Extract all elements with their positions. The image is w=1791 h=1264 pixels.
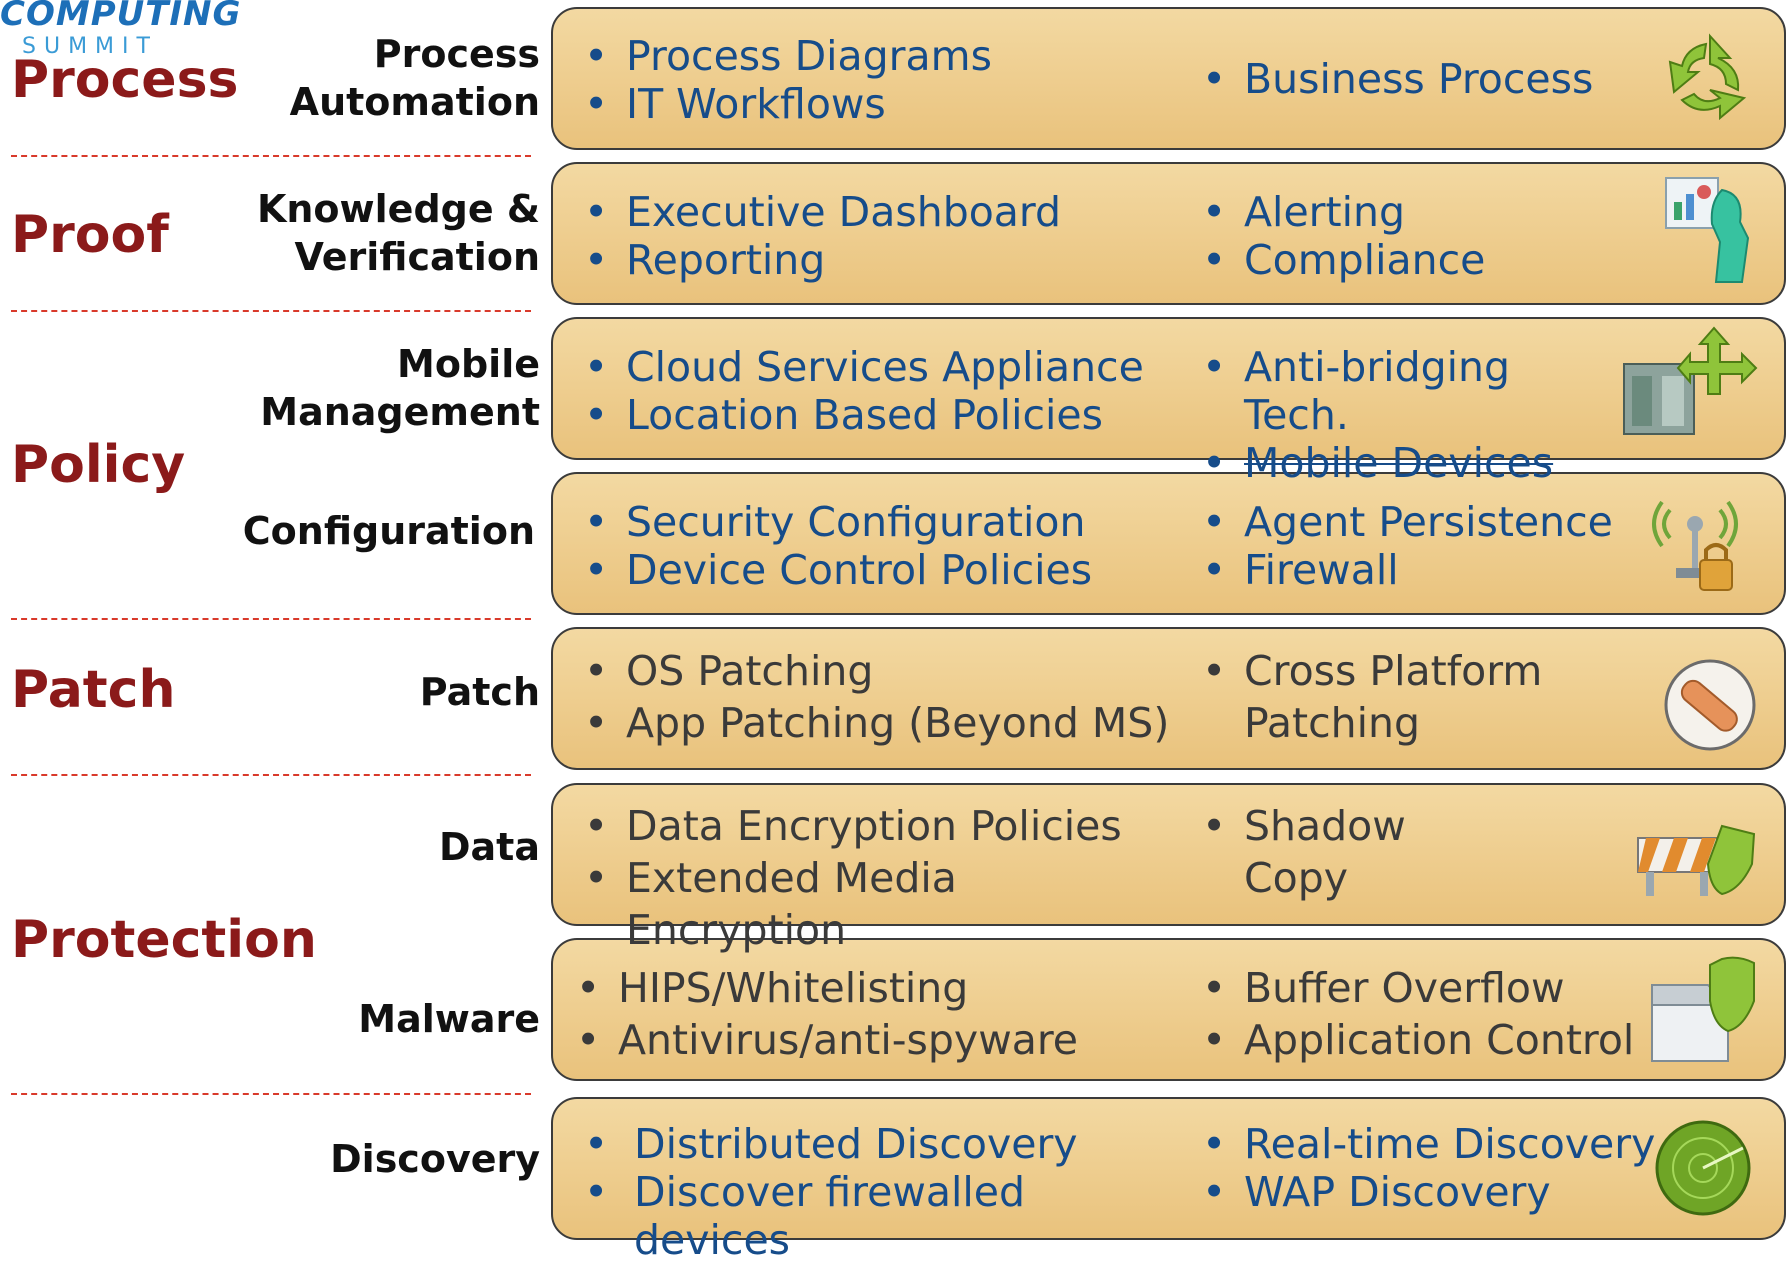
bullet-list: Executive Dashboard Reporting	[578, 188, 1061, 284]
bullet-list: Shadow Copy	[1196, 800, 1406, 904]
list-item: Cloud Services Appliance	[578, 343, 1144, 391]
list-item: Alerting	[1196, 188, 1485, 236]
bullet-list: Cross Platform Patching	[1196, 645, 1542, 749]
list-item: Security Configuration	[578, 498, 1092, 546]
category-policy: Policy	[11, 435, 186, 495]
row-label-text: Mobile Management	[260, 342, 540, 434]
divider	[11, 310, 531, 312]
divider	[11, 774, 531, 776]
list-item: Location Based Policies	[578, 391, 1144, 439]
divider	[11, 155, 531, 157]
list-item: OS Patching	[578, 645, 1169, 697]
list-item: Anti-bridging Tech.	[1196, 343, 1553, 439]
list-item: Real-time Discovery	[1196, 1120, 1655, 1168]
list-item: App Patching (Beyond MS)	[578, 697, 1169, 749]
bullet-list: HIPS/Whitelisting Antivirus/anti-spyware	[570, 962, 1078, 1066]
row-label-mobile-management: Mobile Management	[260, 340, 540, 436]
logo-line1: COMPUTING	[0, 0, 242, 34]
divider	[11, 618, 531, 620]
list-item: HIPS/Whitelisting	[570, 962, 1078, 1014]
list-item: Discover firewalled devices	[578, 1168, 1078, 1264]
list-item: Distributed Discovery	[578, 1120, 1078, 1168]
list-item: Firewall	[1196, 546, 1613, 594]
list-item: Data Encryption Policies	[578, 800, 1122, 852]
list-item: Antivirus/anti-spyware	[570, 1014, 1078, 1066]
row-label-malware: Malware	[358, 995, 540, 1043]
bullet-list: Cloud Services Appliance Location Based …	[578, 343, 1144, 439]
bullet-list: Security Configuration Device Control Po…	[578, 498, 1092, 594]
list-item: Reporting	[578, 236, 1061, 284]
logo-line2: SUMMIT	[22, 34, 158, 59]
recycle-arrows-icon	[1668, 33, 1747, 121]
list-item: WAP Discovery	[1196, 1168, 1655, 1216]
dashboard-person-icon	[1665, 177, 1750, 283]
list-item: Cross Platform Patching	[1196, 645, 1542, 749]
row-label-text: Knowledge & Verification	[256, 187, 540, 279]
row-label-text: Discovery	[330, 1137, 540, 1181]
row-label-text: Configuration	[242, 509, 535, 553]
bandage-disc-icon	[1664, 659, 1756, 751]
list-item: Business Process	[1196, 55, 1593, 103]
radar-icon	[1655, 1120, 1751, 1216]
list-item: Shadow Copy	[1196, 800, 1406, 904]
row-label-patch: Patch	[420, 668, 540, 716]
wireless-lock-icon	[1652, 500, 1738, 591]
row-label-text: Patch	[419, 670, 540, 714]
list-item: Application Control	[1196, 1014, 1634, 1066]
list-item: Extended Media Encryption	[578, 852, 1122, 956]
list-item: Agent Persistence	[1196, 498, 1613, 546]
list-item: Executive Dashboard	[578, 188, 1061, 236]
list-item: Device Control Policies	[578, 546, 1092, 594]
gate-shield-icon	[1651, 956, 1755, 1062]
category-process: Process	[11, 50, 239, 110]
list-item: Compliance	[1196, 236, 1485, 284]
bullet-list: Alerting Compliance	[1196, 188, 1485, 284]
row-label-text: Data	[439, 825, 540, 869]
bullet-list: Agent Persistence Firewall	[1196, 498, 1613, 594]
list-item: Buffer Overflow	[1196, 962, 1634, 1014]
logo: COMPUTING SUMMIT	[0, 0, 250, 60]
row-label-process-automation: Process Automation	[290, 30, 540, 126]
bullet-list: OS Patching App Patching (Beyond MS)	[578, 645, 1169, 749]
list-item: Mobile Devices	[1196, 439, 1553, 487]
row-label-knowledge-verification: Knowledge & Verification	[257, 185, 540, 281]
bullet-list: Buffer Overflow Application Control	[1196, 962, 1634, 1066]
category-protection: Protection	[11, 910, 317, 970]
barrier-shield-icon	[1637, 824, 1756, 896]
row-label-configuration: Configuration	[243, 507, 535, 555]
row-label-discovery: Discovery	[330, 1135, 540, 1183]
list-item: Process Diagrams	[578, 32, 992, 80]
category-proof: Proof	[11, 205, 169, 265]
category-patch: Patch	[11, 660, 176, 720]
bullet-list: Anti-bridging Tech. Mobile Devices	[1196, 343, 1553, 487]
row-label-data: Data	[439, 823, 540, 871]
building-arrows-icon	[1623, 326, 1758, 435]
bullet-list: Real-time Discovery WAP Discovery	[1196, 1120, 1655, 1216]
row-label-text: Malware	[358, 997, 540, 1041]
divider	[11, 1093, 531, 1095]
bullet-list: Process Diagrams IT Workflows	[578, 32, 992, 128]
row-label-text: Process Automation	[289, 32, 540, 124]
bullet-list: Business Process	[1196, 55, 1593, 103]
list-item: IT Workflows	[578, 80, 992, 128]
bullet-list: Distributed Discovery Discover firewalle…	[578, 1120, 1078, 1264]
bullet-list: Data Encryption Policies Extended Media …	[578, 800, 1122, 956]
